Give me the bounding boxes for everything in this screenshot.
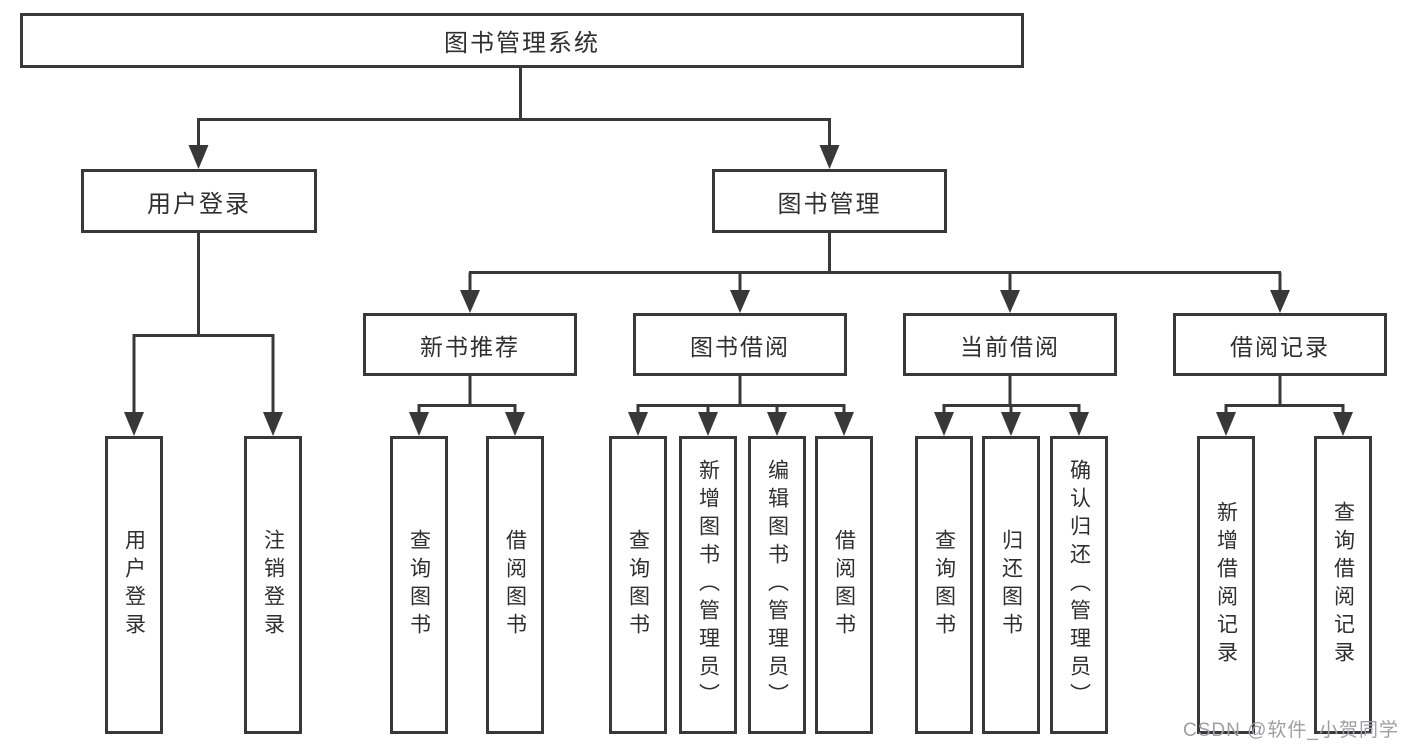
node-label: 借阅图书 bbox=[503, 529, 527, 641]
node-label: 查询图书 bbox=[932, 529, 956, 641]
node-label: 查询图书 bbox=[407, 529, 431, 641]
node-label: 归还图书 bbox=[999, 529, 1023, 641]
node-borrow-records: 借阅记录 bbox=[1173, 313, 1387, 376]
node-leaf-borrow-query: 查询图书 bbox=[609, 436, 667, 734]
node-leaf-borrow-add-admin: 新增图书（管理员） bbox=[679, 436, 737, 734]
node-label: 新增图书（管理员） bbox=[696, 459, 720, 711]
node-book-management: 图书管理 bbox=[712, 169, 947, 233]
node-new-book-recommend: 新书推荐 bbox=[363, 313, 577, 376]
node-user-login: 用户登录 bbox=[81, 169, 317, 233]
node-leaf-borrow-borrow: 借阅图书 bbox=[815, 436, 873, 734]
node-current-borrow: 当前借阅 bbox=[903, 313, 1117, 376]
node-label: 用户登录 bbox=[122, 529, 146, 641]
node-leaf-newbooks-query: 查询图书 bbox=[390, 436, 448, 734]
node-book-borrow: 图书借阅 bbox=[633, 313, 847, 376]
node-leaf-records-add: 新增借阅记录 bbox=[1197, 436, 1255, 734]
node-label: 借阅图书 bbox=[832, 529, 856, 641]
node-root: 图书管理系统 bbox=[20, 13, 1024, 68]
node-leaf-current-confirm-admin: 确认归还（管理员） bbox=[1050, 436, 1108, 734]
node-leaf-current-query: 查询图书 bbox=[915, 436, 973, 734]
node-leaf-records-query: 查询借阅记录 bbox=[1314, 436, 1372, 734]
node-leaf-logout: 注销登录 bbox=[244, 436, 302, 734]
node-label: 查询图书 bbox=[626, 529, 650, 641]
node-label: 确认归还（管理员） bbox=[1067, 459, 1091, 711]
node-leaf-current-return: 归还图书 bbox=[982, 436, 1040, 734]
node-leaf-user-login: 用户登录 bbox=[105, 436, 163, 734]
node-label: 新增借阅记录 bbox=[1214, 501, 1238, 669]
node-label: 注销登录 bbox=[261, 529, 285, 641]
watermark: CSDN @软件_小贺同学 bbox=[1183, 720, 1399, 741]
node-label: 编辑图书（管理员） bbox=[765, 459, 789, 711]
node-leaf-borrow-edit-admin: 编辑图书（管理员） bbox=[748, 436, 806, 734]
node-leaf-newbooks-borrow: 借阅图书 bbox=[486, 436, 544, 734]
node-label: 查询借阅记录 bbox=[1331, 501, 1355, 669]
